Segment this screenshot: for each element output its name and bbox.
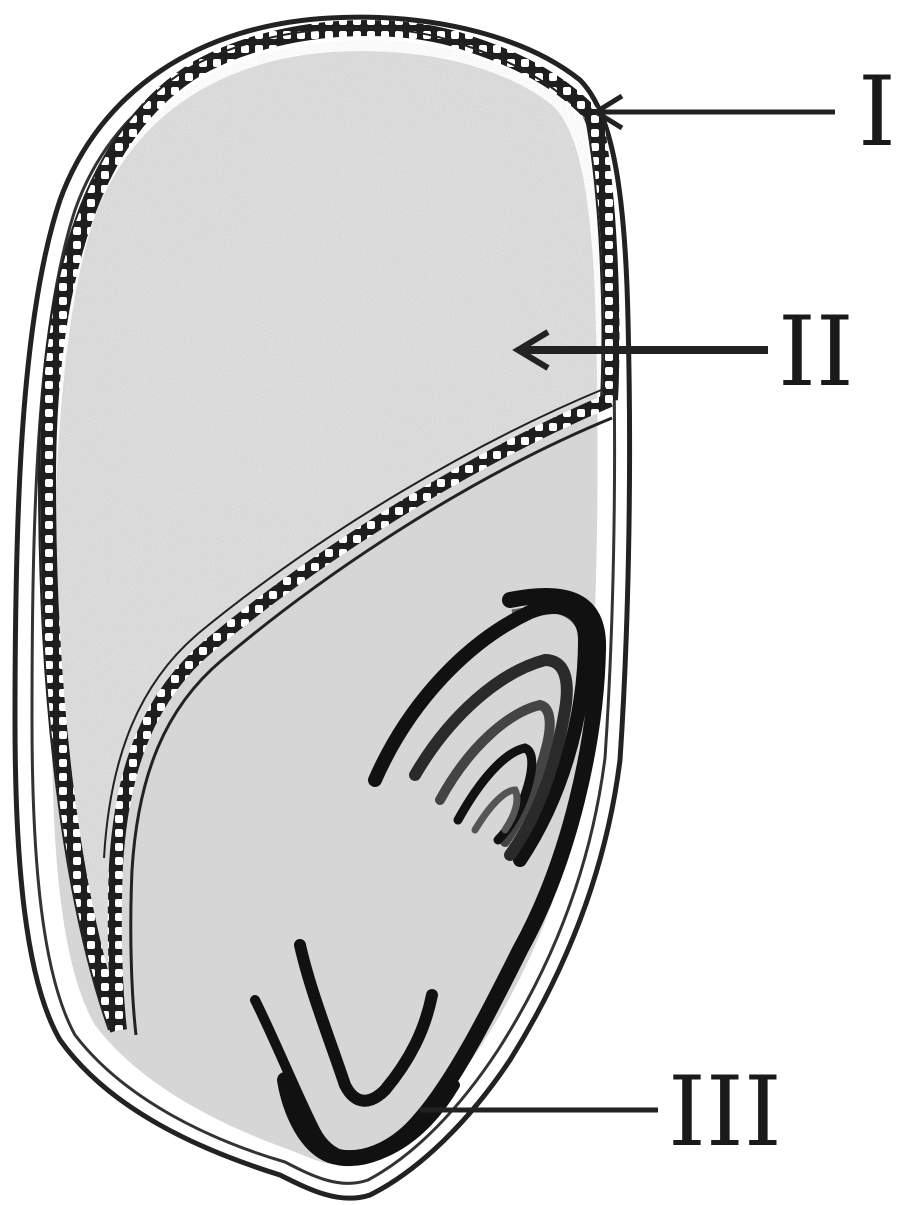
label-3: III (668, 1056, 782, 1168)
label-1: I (858, 56, 896, 168)
label-2: II (778, 296, 854, 408)
pointer-label-1: I (596, 56, 896, 168)
